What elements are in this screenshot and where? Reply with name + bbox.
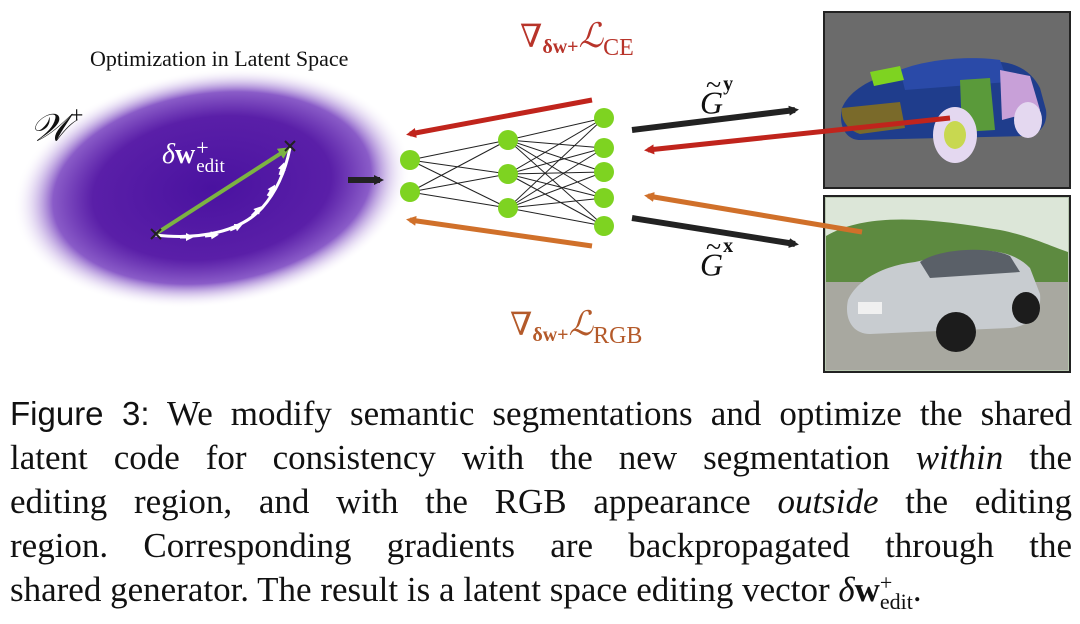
node-l1-1 [400,150,420,170]
w-plus-letter: 𝒲 [30,107,70,150]
figure-caption: Figure 3: We modify semantic segmentatio… [10,392,1072,612]
caption-line-3-b: the editing [905,482,1073,521]
caption-line-5-a: shared generator. The result is a latent… [10,570,830,609]
caption-period: . [912,570,922,609]
node-l3-4 [594,188,614,208]
caption-delta: δ [838,570,855,609]
figure-label: Figure 3: [10,395,150,432]
gradient-ce-loss-symbol: ℒ [578,18,604,55]
ce-backprop-arrow [406,97,593,138]
figure-3-diagram: Optimization in Latent Space 𝒲+ δw+edit … [13,11,1071,373]
latent-space-blob [13,67,411,309]
caption-line-2-b: the [1029,438,1072,477]
node-l2-1 [498,130,518,150]
forward-rgb-arrow [631,215,799,248]
network-connections [409,117,605,227]
start-point-marker [150,228,162,240]
caption-line-5: shared generator. The result is a latent… [10,568,1072,612]
gradient-ce-nabla: ∇ [520,18,543,54]
gradient-rgb-loss-symbol: ℒ [568,306,594,343]
forward-segmentation-arrow [631,105,799,133]
node-l2-3 [498,198,518,218]
edit-vector-arrow [155,147,291,235]
caption-line-3: editing region, and with the RGB appeara… [10,480,1072,524]
node-l3-2 [594,138,614,158]
network-nodes [400,108,614,236]
edit-vector-sub: edit [196,155,225,177]
generator-y-symbol: G [700,84,724,121]
rgb-loss-arrow [644,192,863,235]
edit-vector-label: δw+edit [162,135,225,177]
generator-y-superscript: y [723,73,734,95]
w-plus-symbol: 𝒲+ [30,104,83,150]
edit-vector-delta: δ [162,138,176,170]
w-plus-superscript: + [69,103,84,129]
generator-y-label: ~Gy [700,72,733,121]
generator-x-superscript: x [723,235,734,257]
generator-x-symbol: G [700,246,724,283]
gradient-ce-loss-name: CE [603,35,634,61]
gradient-rgb-label: ∇δw+ℒRGB [510,306,642,349]
edit-vector-w: w [175,138,196,170]
ce-loss-arrow [644,115,951,155]
caption-sub: edit [879,588,913,614]
caption-emphasis-outside: outside [777,482,879,521]
node-l2-2 [498,164,518,184]
diagram-canvas [13,11,1071,373]
rgb-backprop-arrow [406,215,593,249]
caption-supsub: +edit [879,570,913,614]
gradient-rgb-loss-name: RGB [593,323,643,349]
edit-vector-sup: + [196,135,209,160]
caption-w: w [854,570,880,609]
optimization-trajectory [154,147,292,241]
caption-line-2-a: latent code for consistency with the new… [10,438,890,477]
node-l3-5 [594,216,614,236]
node-l1-2 [400,182,420,202]
node-l3-1 [594,108,614,128]
segmentation-output-image [823,11,1071,189]
caption-line-3-a: editing region, and with the RGB appeara… [10,482,751,521]
node-l3-3 [594,162,614,182]
rgb-output-image [823,195,1071,373]
caption-line-1-text: We modify semantic segmentations and opt… [166,394,1072,433]
generator-x-label: ~Gx [700,234,733,283]
gradient-rgb-nabla: ∇ [510,306,533,342]
generator-x-tilde: ~ [706,232,722,263]
gradient-ce-label: ∇δw+ℒCE [520,18,634,61]
caption-line-2: latent code for consistency with the new… [10,436,1072,480]
edit-vector-supsub: +edit [196,135,225,177]
caption-sup: + [879,570,893,596]
caption-emphasis-within: within [915,438,1004,477]
gradient-rgb-subscript: δw+ [532,324,569,346]
caption-line-1: Figure 3: We modify semantic segmentatio… [10,392,1072,436]
end-point-marker [284,140,296,152]
gradient-ce-subscript: δw+ [542,36,579,58]
generator-y-tilde: ~ [706,70,722,101]
caption-line-4: region. Corresponding gradients are back… [10,526,1072,565]
latent-space-title: Optimization in Latent Space [90,46,349,71]
